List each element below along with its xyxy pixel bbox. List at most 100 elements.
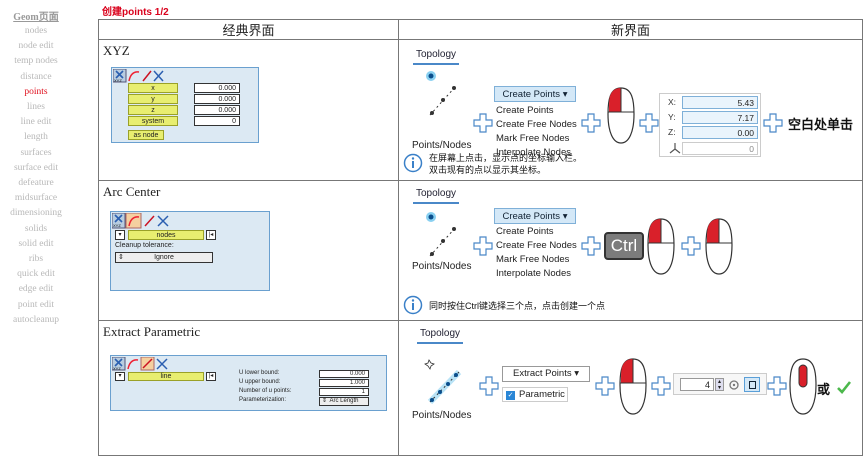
system-value[interactable]: 0 bbox=[194, 116, 240, 126]
apply-icon bbox=[749, 381, 756, 389]
sidebar-item-point-edit[interactable]: point edit bbox=[17, 299, 55, 310]
z-value[interactable]: 0.000 bbox=[194, 105, 240, 115]
x-coord-input[interactable]: 5.43 bbox=[682, 96, 758, 109]
sidebar-item-points[interactable]: points bbox=[24, 86, 48, 97]
u-points-input[interactable]: 1 bbox=[319, 388, 369, 396]
cleanup-tolerance-select[interactable]: ⇕Ignore bbox=[115, 252, 213, 263]
parametric-option[interactable]: ✓ Parametric bbox=[502, 387, 568, 402]
sidebar-item-midsurface[interactable]: midsurface bbox=[14, 193, 58, 204]
info-line-1: 在屏幕上点击，显示点的坐标输入栏。 bbox=[429, 153, 583, 163]
system-button[interactable]: system bbox=[128, 116, 178, 126]
dropdown-label: Extract Points bbox=[512, 368, 572, 379]
options-icon[interactable] bbox=[728, 379, 740, 391]
menu-create-free-nodes[interactable]: Create Free Nodes bbox=[496, 240, 577, 251]
menu-create-free-nodes[interactable]: Create Free Nodes bbox=[496, 119, 577, 130]
sidebar: Geom页面 nodes node edit temp nodes distance p… bbox=[0, 0, 78, 462]
arc-classic-panel: XYZ ▾ nodes |◂ Cleanup tolerance: ⇕Ignor… bbox=[110, 211, 270, 291]
apply-toggle-button[interactable] bbox=[744, 377, 760, 392]
sidebar-item-node-edit[interactable]: node edit bbox=[18, 41, 54, 52]
x-label[interactable]: x bbox=[128, 83, 178, 93]
u-lower-input[interactable]: 0.000 bbox=[319, 370, 369, 378]
xyz-classic-panel: XYZ x 0.000 y 0.000 z 0.000 system 0 as … bbox=[111, 67, 259, 143]
z-label[interactable]: z bbox=[128, 105, 178, 115]
tool-icons[interactable]: XYZ bbox=[112, 213, 172, 229]
sidebar-item-solid-edit[interactable]: solid edit bbox=[18, 238, 54, 249]
sidebar-item-length[interactable]: length bbox=[24, 132, 48, 143]
plus-icon bbox=[473, 236, 493, 256]
u-upper-input[interactable]: 1.000 bbox=[319, 379, 369, 387]
plus-icon bbox=[651, 376, 671, 396]
tolerance-value: Ignore bbox=[154, 254, 174, 261]
menu-interpolate-nodes[interactable]: Interpolate Nodes bbox=[496, 147, 571, 158]
points-nodes-label: Points/Nodes bbox=[412, 261, 472, 272]
axis-system-icon[interactable] bbox=[669, 142, 681, 154]
create-points-dropdown[interactable]: Create Points ▾ bbox=[494, 86, 576, 102]
sidebar-item-distance[interactable]: distance bbox=[20, 71, 52, 82]
points-nodes-icon[interactable] bbox=[423, 70, 463, 120]
info-icon bbox=[403, 153, 423, 173]
menu-create-points[interactable]: Create Points bbox=[496, 226, 554, 237]
row-name-arc: Arc Center bbox=[103, 184, 161, 199]
menu-interpolate-nodes[interactable]: Interpolate Nodes bbox=[496, 268, 571, 279]
sidebar-item-nodes[interactable]: nodes bbox=[24, 26, 48, 36]
checkmark-icon bbox=[837, 381, 852, 394]
nodes-selector[interactable]: nodes bbox=[128, 230, 204, 240]
selector-arrow[interactable]: ▾ bbox=[115, 230, 125, 240]
selector-arrow[interactable]: ▾ bbox=[115, 372, 125, 381]
sidebar-item-quick-edit[interactable]: quick edit bbox=[17, 269, 55, 280]
svg-text:XYZ: XYZ bbox=[113, 223, 121, 228]
topology-tab[interactable]: Topology bbox=[413, 188, 460, 204]
reset-icon[interactable]: |◂ bbox=[206, 230, 216, 240]
plus-icon bbox=[681, 236, 701, 256]
sidebar-title[interactable]: Geom页面 bbox=[13, 12, 59, 23]
tool-icons[interactable]: XYZ bbox=[113, 69, 165, 83]
sidebar-item-dimensioning[interactable]: dimensioning bbox=[10, 208, 62, 219]
sidebar-item-defeature[interactable]: defeature bbox=[18, 178, 54, 188]
x-value[interactable]: 0.000 bbox=[194, 83, 240, 93]
plus-icon bbox=[767, 376, 787, 396]
u-upper-label: U upper bound: bbox=[239, 379, 281, 385]
create-points-dropdown[interactable]: Create Points ▾ bbox=[494, 208, 576, 224]
y-value[interactable]: 0.000 bbox=[194, 94, 240, 104]
sidebar-item-solids[interactable]: solids bbox=[24, 223, 48, 234]
y-coord-input[interactable]: 7.17 bbox=[682, 111, 758, 124]
topology-tab[interactable]: Topology bbox=[413, 49, 460, 65]
system-input[interactable]: 0 bbox=[682, 142, 758, 155]
count-panel: 4 ▴▾ bbox=[673, 373, 767, 395]
tool-icons[interactable]: XYZ bbox=[112, 357, 170, 371]
mouse-left-click-icon bbox=[705, 218, 733, 275]
point-count-input[interactable]: 4 bbox=[680, 378, 714, 391]
x-coord-label: X: bbox=[668, 97, 677, 107]
extract-classic-panel: XYZ ▾ line |◂ U lower bound: U upper bou… bbox=[110, 355, 387, 411]
sidebar-item-edge-edit[interactable]: edge edit bbox=[18, 284, 54, 295]
plus-icon bbox=[581, 113, 601, 133]
menu-create-points[interactable]: Create Points bbox=[496, 105, 554, 116]
points-nodes-icon[interactable] bbox=[423, 211, 463, 261]
sidebar-item-surfaces[interactable]: surfaces bbox=[20, 147, 52, 158]
sidebar-item-temp-nodes[interactable]: temp nodes bbox=[14, 56, 58, 67]
z-coord-input[interactable]: 0.00 bbox=[682, 126, 758, 139]
extract-points-dropdown[interactable]: Extract Points ▾ bbox=[502, 366, 590, 382]
checkbox-checked-icon[interactable]: ✓ bbox=[506, 391, 515, 400]
parameterization-select[interactable]: ⇕Arc Length bbox=[319, 397, 369, 406]
header-new: 新界面 bbox=[398, 19, 863, 40]
xyz-classic-cell: XYZ XYZ x 0.000 y 0.000 z 0.000 system 0… bbox=[98, 39, 399, 181]
svg-text:XYZ: XYZ bbox=[114, 78, 122, 83]
sidebar-item-surface-edit[interactable]: surface edit bbox=[13, 162, 59, 173]
menu-mark-free-nodes[interactable]: Mark Free Nodes bbox=[496, 254, 570, 265]
sidebar-item-ribs[interactable]: ribs bbox=[28, 254, 44, 264]
sidebar-item-autocleanup[interactable]: autocleanup bbox=[13, 314, 59, 325]
count-spinner[interactable]: ▴▾ bbox=[715, 378, 724, 391]
y-label[interactable]: y bbox=[128, 94, 178, 104]
sidebar-item-line-edit[interactable]: line edit bbox=[20, 117, 52, 128]
menu-mark-free-nodes[interactable]: Mark Free Nodes bbox=[496, 133, 570, 144]
reset-icon[interactable]: |◂ bbox=[206, 372, 216, 381]
line-selector[interactable]: line bbox=[128, 372, 204, 381]
topology-tab[interactable]: Topology bbox=[417, 328, 464, 344]
as-node-button[interactable]: as node bbox=[128, 130, 164, 140]
click-blank-area-text: 空白处单击 bbox=[788, 117, 854, 132]
sidebar-item-lines[interactable]: lines bbox=[27, 102, 45, 112]
points-nodes-icon[interactable] bbox=[423, 357, 465, 407]
extract-new-cell: Topology Points/Nodes Extract Points ▾ ✓… bbox=[398, 320, 863, 456]
extract-classic-cell: Extract Parametric XYZ ▾ line |◂ U lower… bbox=[98, 320, 399, 456]
